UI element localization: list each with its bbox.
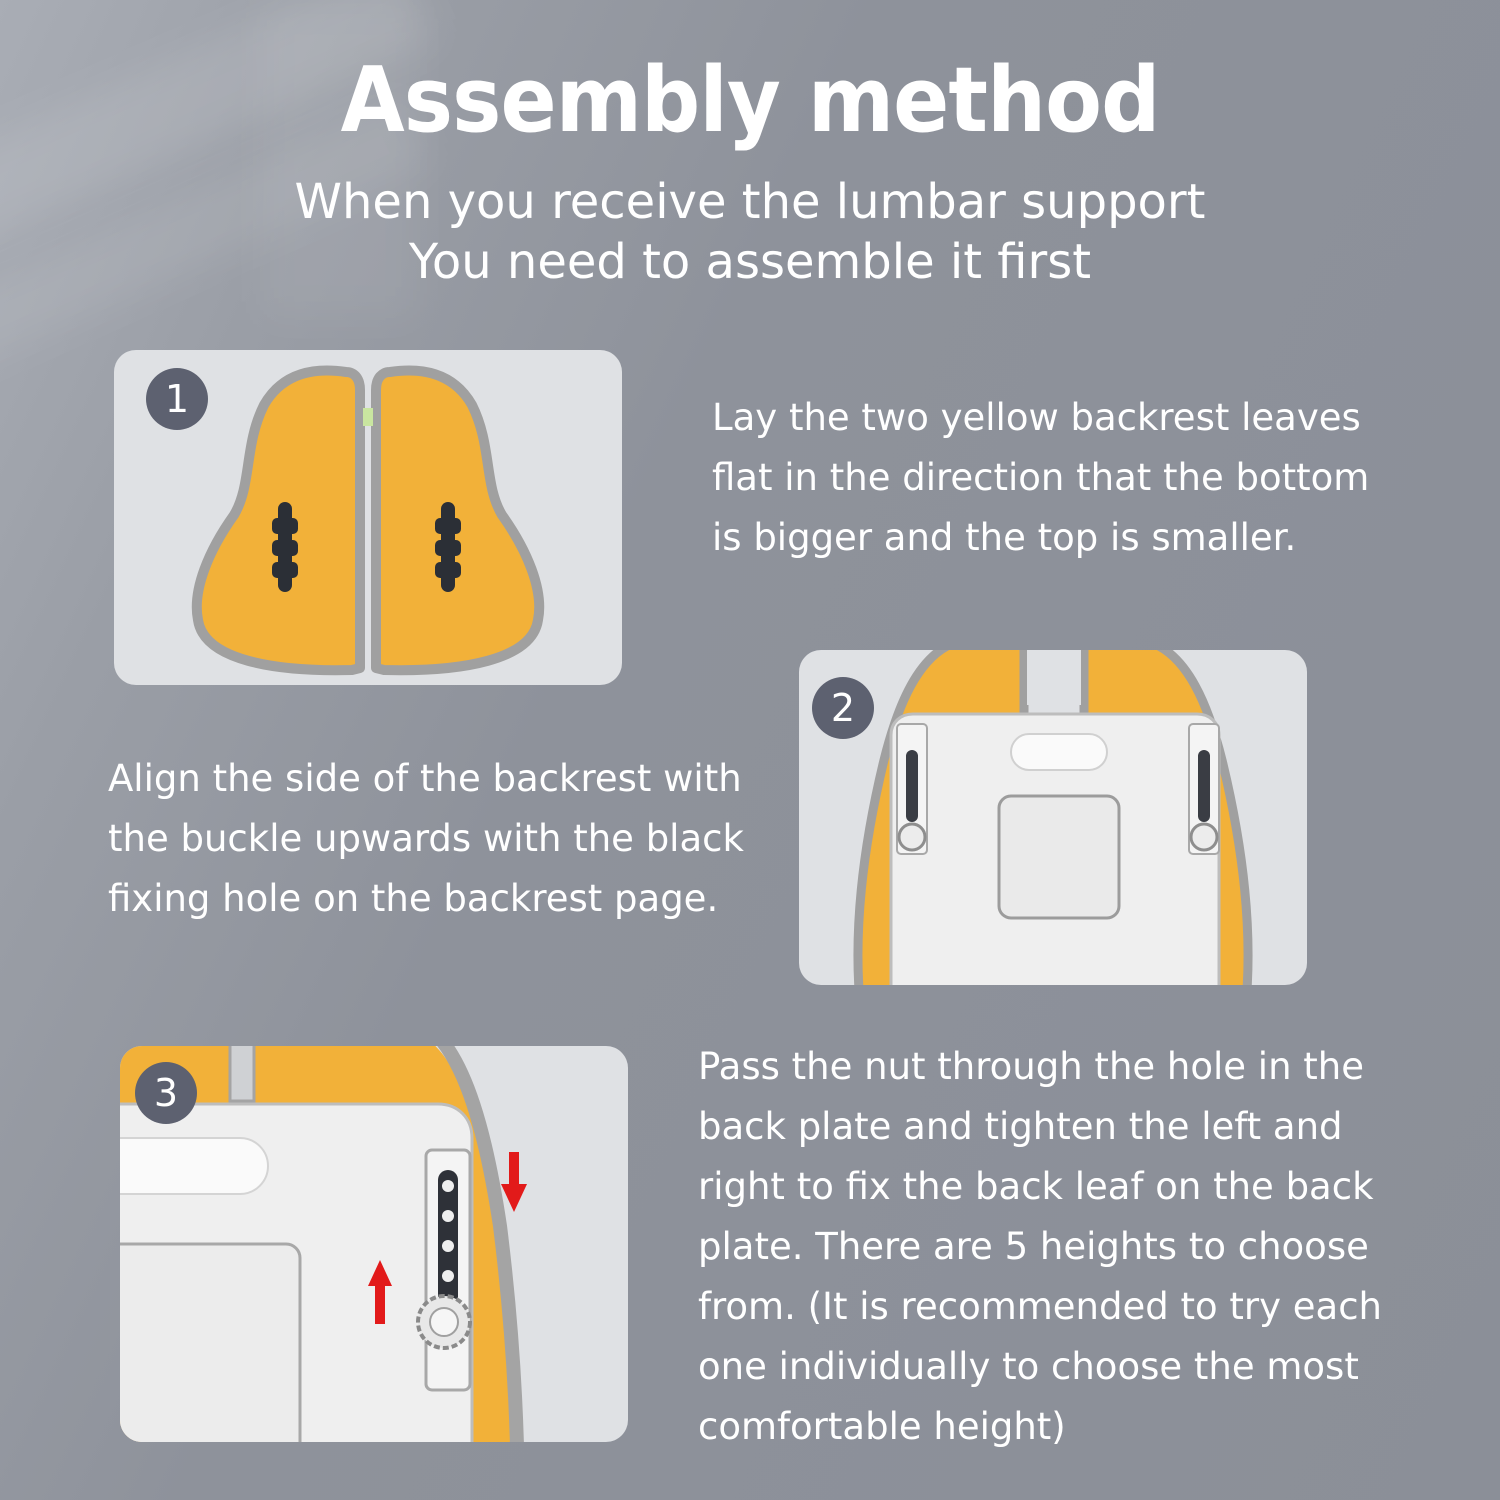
- backrest-leaves-illustration: [191, 365, 545, 676]
- text-line: right to fix the back leaf on the back: [698, 1165, 1374, 1208]
- right-slot-icon: [1188, 723, 1220, 855]
- step-2-text: Align the side of the backrest with the …: [108, 749, 788, 929]
- page-subtitle: When you receive the lumbar support You …: [0, 172, 1500, 292]
- right-buckle-icon: [435, 502, 461, 592]
- plate-window: [997, 794, 1121, 920]
- text-line: fixing hole on the backrest page.: [108, 877, 719, 920]
- step-3-text: Pass the nut through the hole in the bac…: [698, 1037, 1418, 1457]
- text-line: plate. There are 5 heights to choose: [698, 1225, 1369, 1268]
- text-line: the buckle upwards with the black: [108, 817, 744, 860]
- left-buckle-icon: [272, 502, 298, 592]
- text-line: flat in the direction that the bottom: [712, 456, 1370, 499]
- plate-alignment-illustration: [853, 650, 1253, 985]
- arrow-down-icon: [501, 1152, 527, 1212]
- knob-tightening-illustration: [120, 1046, 527, 1442]
- slot-icon: [424, 1148, 472, 1392]
- knob-icon: [416, 1294, 472, 1350]
- step-number-badge: 2: [812, 677, 874, 739]
- step-number-badge: 1: [146, 368, 208, 430]
- step-2-illustration: 2: [799, 650, 1307, 985]
- step-1-text: Lay the two yellow backrest leaves flat …: [712, 388, 1432, 568]
- text-line: Pass the nut through the hole in the: [698, 1045, 1365, 1088]
- left-slot-icon: [896, 723, 928, 855]
- subtitle-line: You need to assemble it first: [408, 234, 1092, 290]
- text-line: is bigger and the top is smaller.: [712, 516, 1297, 559]
- plate-handle: [120, 1137, 269, 1195]
- text-line: comfortable height): [698, 1405, 1066, 1448]
- step-number-badge: 3: [135, 1062, 197, 1124]
- arrow-up-icon: [368, 1260, 392, 1324]
- text-line: from. (It is recommended to try each: [698, 1285, 1383, 1328]
- text-line: Lay the two yellow backrest leaves: [712, 396, 1361, 439]
- subtitle-line: When you receive the lumbar support: [294, 174, 1206, 230]
- text-line: back plate and tighten the left and: [698, 1105, 1343, 1148]
- step-3-illustration: 3: [120, 1046, 628, 1442]
- center-marker: [363, 408, 373, 426]
- page-title: Assembly method: [340, 48, 1161, 153]
- step-1-illustration: 1: [114, 350, 622, 685]
- plate-handle: [1010, 733, 1108, 771]
- text-line: Align the side of the backrest with: [108, 757, 742, 800]
- plate-window: [120, 1242, 302, 1442]
- text-line: one individually to choose the most: [698, 1345, 1359, 1388]
